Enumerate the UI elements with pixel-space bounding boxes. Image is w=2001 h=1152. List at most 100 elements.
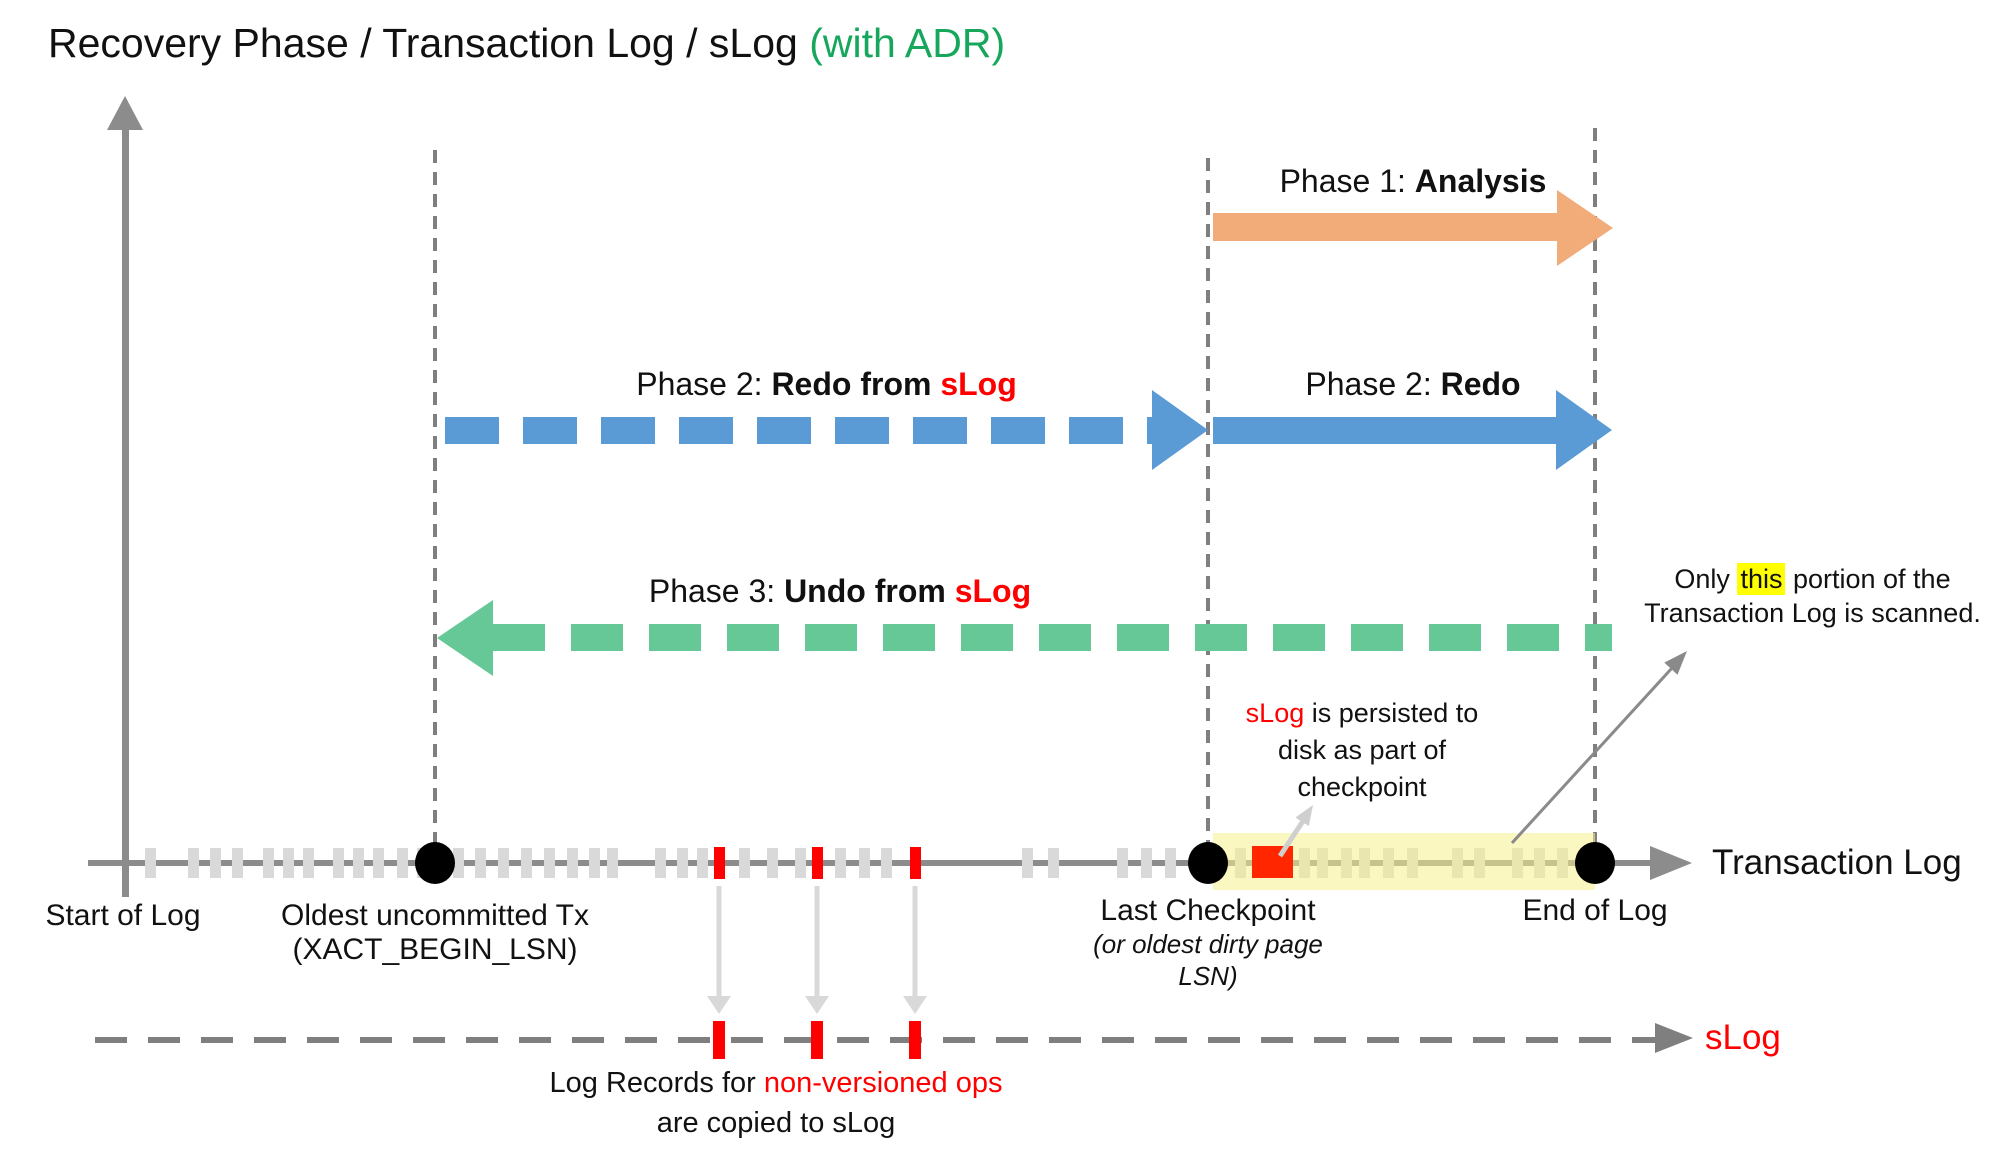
log-record-tick: [521, 848, 532, 878]
log-record-tick: [145, 848, 156, 878]
copy-note-line1: Log Records for non-versioned ops: [476, 1063, 1076, 1103]
log-record-tick: [303, 848, 314, 878]
end-of-log-label: End of Log: [1522, 894, 1668, 927]
phase2-name: Redo: [1440, 366, 1521, 402]
scan-note: Only this portion of the Transaction Log…: [1620, 562, 2001, 630]
non-versioned-op-tick: [910, 847, 921, 879]
phase2-slog-label: Phase 2: Redo from sLog: [445, 366, 1208, 403]
oldest-tx-dot: [415, 842, 455, 884]
slog-arrowhead-icon: [1655, 1023, 1693, 1053]
copy-arrowhead-icon: [903, 996, 927, 1014]
log-record-tick: [1117, 848, 1128, 878]
checkpoint-label-line2: (or oldest dirty page: [1093, 929, 1323, 959]
log-record-tick: [859, 848, 870, 878]
transaction-log-arrowhead-icon: [1650, 846, 1692, 880]
log-record-tick: [881, 848, 892, 878]
slog-persist-marker: [1252, 846, 1293, 878]
phase3-name: Undo from: [784, 573, 955, 609]
scan-note-arrowhead-icon: [1664, 651, 1687, 675]
end-of-log-dot: [1575, 842, 1615, 884]
log-record-tick: [210, 848, 221, 878]
phase3-arrow-body: [493, 624, 1612, 651]
log-record-tick: [1048, 848, 1059, 878]
phase2-slog-prefix: Phase 2:: [636, 366, 772, 402]
title-accent: (with ADR): [809, 20, 1006, 66]
y-axis-line: [122, 126, 129, 897]
log-record-tick: [1022, 848, 1033, 878]
page-title: Recovery Phase / Transaction Log / sLog …: [48, 20, 1005, 67]
oldest-tx-label-line1: Oldest uncommitted Tx: [281, 899, 589, 932]
checkpoint-label: Last Checkpoint (or oldest dirty page LS…: [1058, 894, 1358, 992]
copy-arrowhead-icon: [805, 996, 829, 1014]
slog-label: sLog: [1705, 1018, 1781, 1057]
log-record-tick: [655, 848, 666, 878]
slog-copied-tick: [713, 1021, 725, 1059]
log-record-tick: [373, 848, 384, 878]
scan-note-post: portion of the: [1785, 564, 1951, 594]
y-axis-arrowhead-icon: [107, 96, 143, 130]
copy-arrowhead-icon: [707, 996, 731, 1014]
phase3-label: Phase 3: Undo from sLog: [445, 573, 1235, 610]
copy-note-black: Log Records for: [549, 1067, 764, 1099]
phase3-prefix: Phase 3:: [648, 573, 785, 609]
phase2-slog-red: sLog: [940, 366, 1017, 402]
log-record-tick: [397, 848, 408, 878]
log-record-tick: [544, 848, 555, 878]
title-main: Recovery Phase / Transaction Log / sLog: [48, 20, 810, 66]
log-record-tick: [677, 848, 688, 878]
log-record-tick: [263, 848, 274, 878]
log-record-tick: [589, 848, 600, 878]
log-record-tick: [333, 848, 344, 878]
phase1-arrow-body: [1213, 213, 1557, 241]
end-of-log-guide-line: [1593, 128, 1597, 863]
phase3-red: sLog: [954, 573, 1032, 609]
checkpoint-label-line3: LSN): [1178, 961, 1238, 991]
persist-note-line2: disk as part of: [1277, 735, 1447, 765]
log-record-tick: [353, 848, 364, 878]
checkpoint-dot: [1188, 842, 1228, 884]
log-record-tick: [607, 848, 618, 878]
phase3-arrowhead-icon: [437, 600, 493, 676]
copy-note-line2: are copied to sLog: [656, 1107, 896, 1139]
slog-copied-tick: [811, 1021, 823, 1059]
phase1-label: Phase 1: Analysis: [1213, 163, 1613, 200]
scan-note-highlight: this: [1737, 563, 1786, 595]
phase2-arrowhead-icon: [1556, 390, 1612, 470]
log-record-tick: [1165, 848, 1176, 878]
oldest-tx-label-line2: (XACT_BEGIN_LSN): [292, 933, 578, 966]
log-record-tick: [232, 848, 243, 878]
oldest-tx-label: Oldest uncommitted Tx (XACT_BEGIN_LSN): [235, 899, 635, 967]
persist-note-line1: sLog is persisted to: [1212, 695, 1512, 732]
persist-note-line3: checkpoint: [1297, 772, 1427, 802]
phase1-prefix: Phase 1:: [1279, 163, 1415, 199]
transaction-log-label: Transaction Log: [1712, 843, 1962, 882]
log-record-tick: [475, 848, 486, 878]
persist-note: sLog is persisted to disk as part of che…: [1212, 695, 1512, 806]
oldest-tx-guide-line: [433, 150, 437, 863]
log-record-tick: [283, 848, 294, 878]
log-record-tick: [498, 848, 509, 878]
log-record-tick: [697, 848, 708, 878]
phase2-slog-arrowhead-icon: [1152, 390, 1208, 470]
phase2-slog-name: Redo from: [771, 366, 941, 402]
log-record-tick: [567, 848, 578, 878]
copy-note: Log Records for non-versioned ops are co…: [476, 1063, 1076, 1143]
start-of-log-label: Start of Log: [45, 899, 201, 932]
log-record-tick: [453, 848, 464, 878]
slog-copied-tick: [909, 1021, 921, 1059]
phase1-arrowhead-icon: [1557, 190, 1613, 266]
scan-note-pre: Only: [1674, 564, 1738, 594]
copy-to-slog-arrows: [707, 886, 927, 1014]
phase2-arrow-body: [1213, 417, 1556, 444]
scan-note-line2: Transaction Log is scanned.: [1644, 598, 1981, 628]
log-record-tick: [795, 848, 806, 878]
persist-note-red: sLog: [1245, 698, 1305, 728]
phase1-name: Analysis: [1414, 163, 1547, 199]
scan-note-arrow-line: [1510, 666, 1674, 845]
copy-note-red: non-versioned ops: [763, 1067, 1003, 1099]
phase2-label: Phase 2: Redo: [1213, 366, 1613, 403]
persist-note-arrowhead-icon: [1295, 805, 1313, 827]
non-versioned-op-tick: [714, 847, 725, 879]
log-record-tick: [767, 848, 778, 878]
